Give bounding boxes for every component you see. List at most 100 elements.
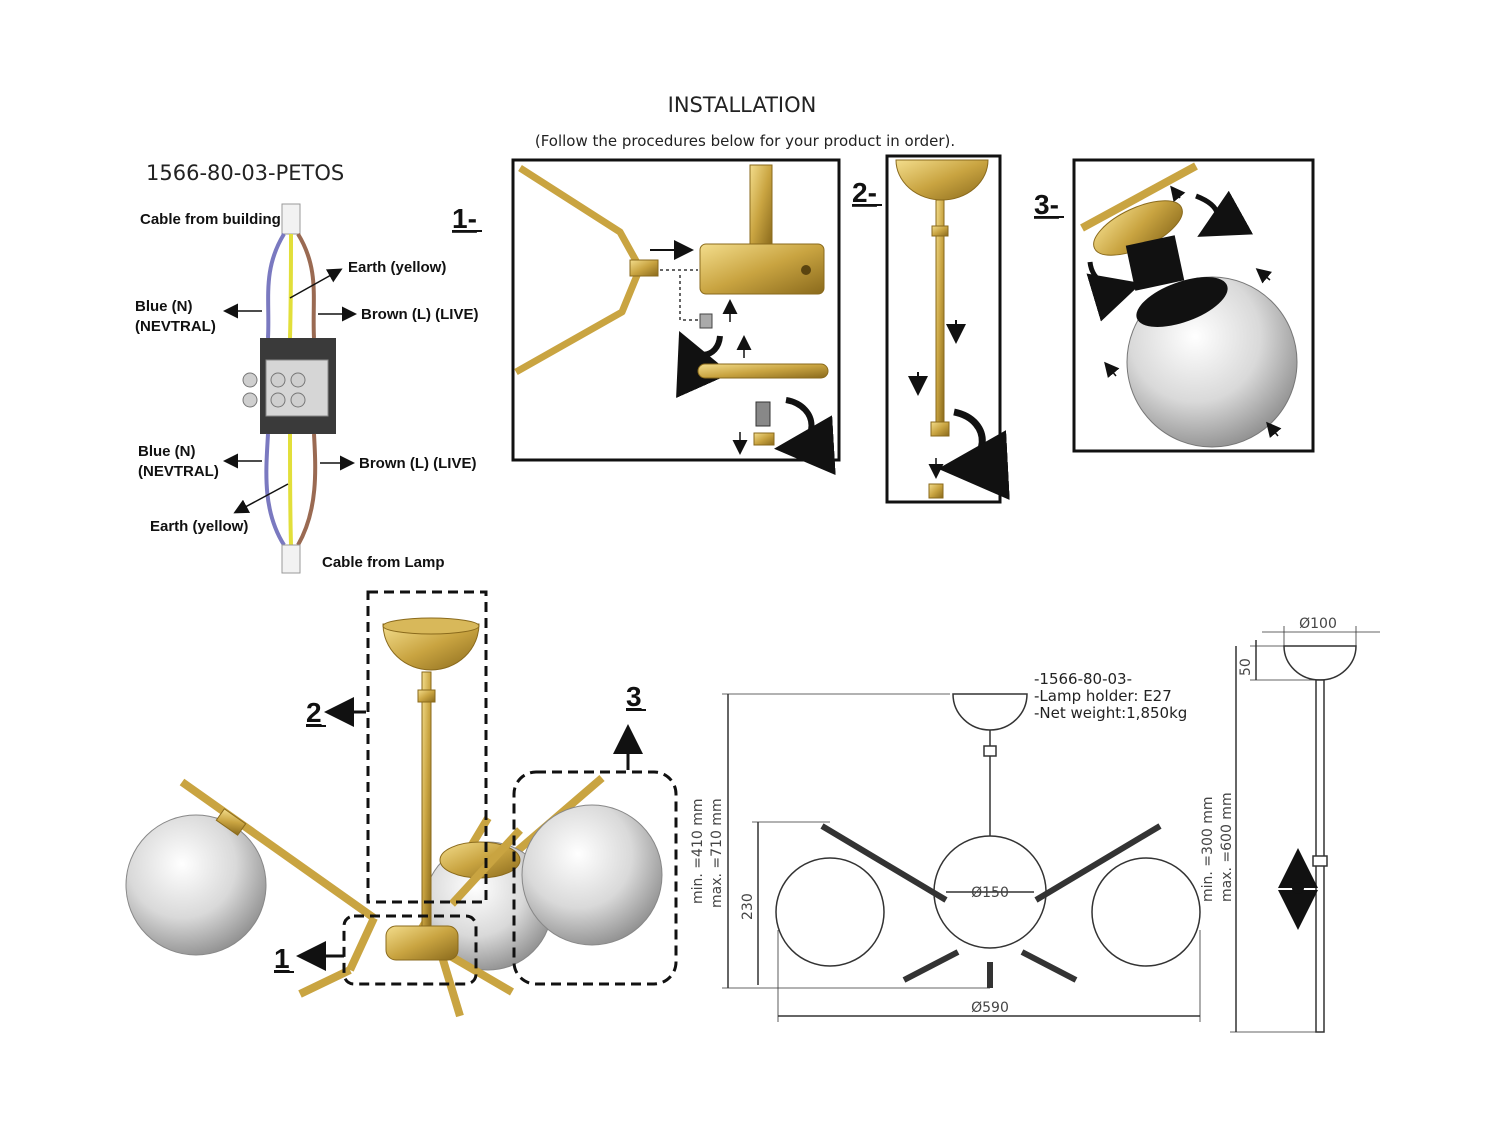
step-1-label: 1- — [452, 203, 477, 234]
end-cap — [753, 432, 775, 446]
step-1-panel — [511, 158, 841, 476]
lamp-arm — [436, 948, 464, 1018]
drawing-canopy — [952, 693, 1028, 731]
label-blue-bottom: Blue (N) — [138, 443, 196, 460]
step-3-arrow — [1104, 361, 1120, 379]
rod-end — [930, 421, 950, 437]
blue-wire-top — [266, 232, 286, 339]
canopy-rim — [382, 617, 480, 635]
spec-model: -1566-80-03- — [1034, 670, 1132, 688]
step-3-label: 3- — [1034, 189, 1059, 220]
step-2-rotate-arrow — [938, 408, 1010, 500]
callout-label-3: 3 — [626, 681, 642, 712]
terminal-screw — [270, 392, 286, 408]
model-number: 1566-80-03-PETOS — [146, 161, 344, 185]
globe-opening — [1136, 277, 1228, 327]
dim-height-min: min. =410 mm — [690, 799, 706, 904]
drawing-arm — [1020, 949, 1078, 983]
label-cable-from-lamp: Cable from Lamp — [322, 554, 445, 571]
globe-holder — [215, 808, 247, 836]
callout-box-2 — [366, 590, 488, 904]
dim-230: 230 — [740, 893, 756, 920]
building-cable-sheath — [281, 203, 301, 235]
hub-hole — [801, 265, 811, 275]
dim-rod-min: min. =300 mm — [1200, 797, 1216, 902]
callout-box-1 — [342, 914, 478, 986]
label-earth-top: Earth (yellow) — [348, 259, 446, 276]
yellow-wire-top — [288, 233, 293, 339]
drawing-globe-left — [775, 857, 885, 967]
dim-canopy-diameter: Ø100 — [1299, 616, 1337, 632]
dim-rod-max: max. =600 mm — [1219, 792, 1235, 902]
hub-screw — [699, 313, 713, 329]
arm-threaded-end — [629, 259, 659, 277]
side-rod-coupler — [1312, 855, 1328, 867]
dim-total-width: Ø590 — [971, 1000, 1009, 1016]
canopy — [382, 623, 480, 671]
step-1-frame — [511, 158, 841, 462]
lamp-arm — [179, 778, 377, 922]
step-3-arrow — [1170, 185, 1186, 203]
terminal-block — [265, 359, 329, 417]
brown-wire-bottom — [296, 433, 318, 546]
arrow-earth-bottom — [233, 483, 289, 514]
dim-sphere-diameter: Ø150 — [971, 885, 1009, 901]
drawing-globe-right — [1091, 857, 1201, 967]
step-1-guide-line — [679, 275, 700, 321]
dim-canopy-height: 50 — [1238, 658, 1254, 676]
label-cable-from-building: Cable from building — [140, 211, 281, 228]
step-3-panel — [1072, 158, 1315, 453]
side-canopy — [1283, 645, 1357, 681]
step-2-label: 2- — [852, 177, 877, 208]
step-3-arm — [1080, 162, 1198, 232]
step-3-arrow — [1266, 421, 1282, 439]
blue-wire-bottom — [264, 433, 286, 547]
label-earth-bottom: Earth (yellow) — [150, 518, 248, 535]
suspension-rod — [421, 671, 432, 929]
terminal-screw — [242, 372, 258, 388]
step-1-rotate-arrow-2 — [774, 397, 836, 476]
yellow-wire-bottom — [288, 433, 293, 546]
terminal-screw — [242, 392, 258, 408]
terminal-screw — [290, 392, 306, 408]
label-brown-top: Brown (L) (LIVE) — [361, 306, 478, 323]
wiring-diagram: 1566-80-03-PETOS Cable from building Ear… — [135, 161, 478, 574]
installation-subtitle: (Follow the procedures below for your pr… — [535, 132, 955, 150]
drawing-arm — [902, 949, 960, 983]
installation-title: INSTALLATION — [668, 93, 817, 117]
label-brown-bottom: Brown (L) (LIVE) — [359, 455, 476, 472]
step-3-arrow — [1255, 268, 1273, 284]
label-neutral-top: (NEVTRAL) — [135, 318, 216, 335]
step-1-rotate-arrow — [676, 331, 731, 399]
drawing-arm — [1034, 823, 1162, 903]
lamp-arm — [298, 966, 352, 998]
step-3-rotate-arrow — [1195, 190, 1254, 237]
glass-globe-left — [125, 814, 267, 956]
drawing-rod-coupler — [983, 745, 997, 757]
small-screw — [755, 401, 771, 427]
terminal-screw — [290, 372, 306, 388]
adjust-point — [1292, 882, 1304, 894]
arrow-earth-top — [289, 268, 343, 299]
central-rod — [749, 164, 773, 246]
glass-globe-right — [521, 804, 663, 946]
central-hub — [385, 925, 459, 961]
rod-cap — [928, 483, 944, 499]
technical-drawing-side — [1230, 626, 1380, 1033]
dim-height-max: max. =710 mm — [709, 798, 725, 908]
terminal-screw — [270, 372, 286, 388]
hub-body — [699, 243, 825, 295]
label-neutral-bottom: (NEVTRAL) — [138, 463, 219, 480]
label-blue-top: Blue (N) — [135, 298, 193, 315]
canopy — [895, 159, 989, 201]
callout-label-2: 2 — [306, 697, 322, 728]
technical-drawing-front — [722, 693, 1201, 1022]
step-2-panel — [885, 154, 1010, 504]
lamp-cable-sheath — [281, 544, 301, 574]
rod-coupler — [417, 689, 436, 703]
callout-label-1: 1 — [274, 943, 290, 974]
hub-bottom-plate — [697, 363, 829, 379]
spec-lamp-holder: -Lamp holder: E27 — [1034, 687, 1172, 705]
spec-net-weight: -Net weight:1,850kg — [1034, 704, 1187, 722]
